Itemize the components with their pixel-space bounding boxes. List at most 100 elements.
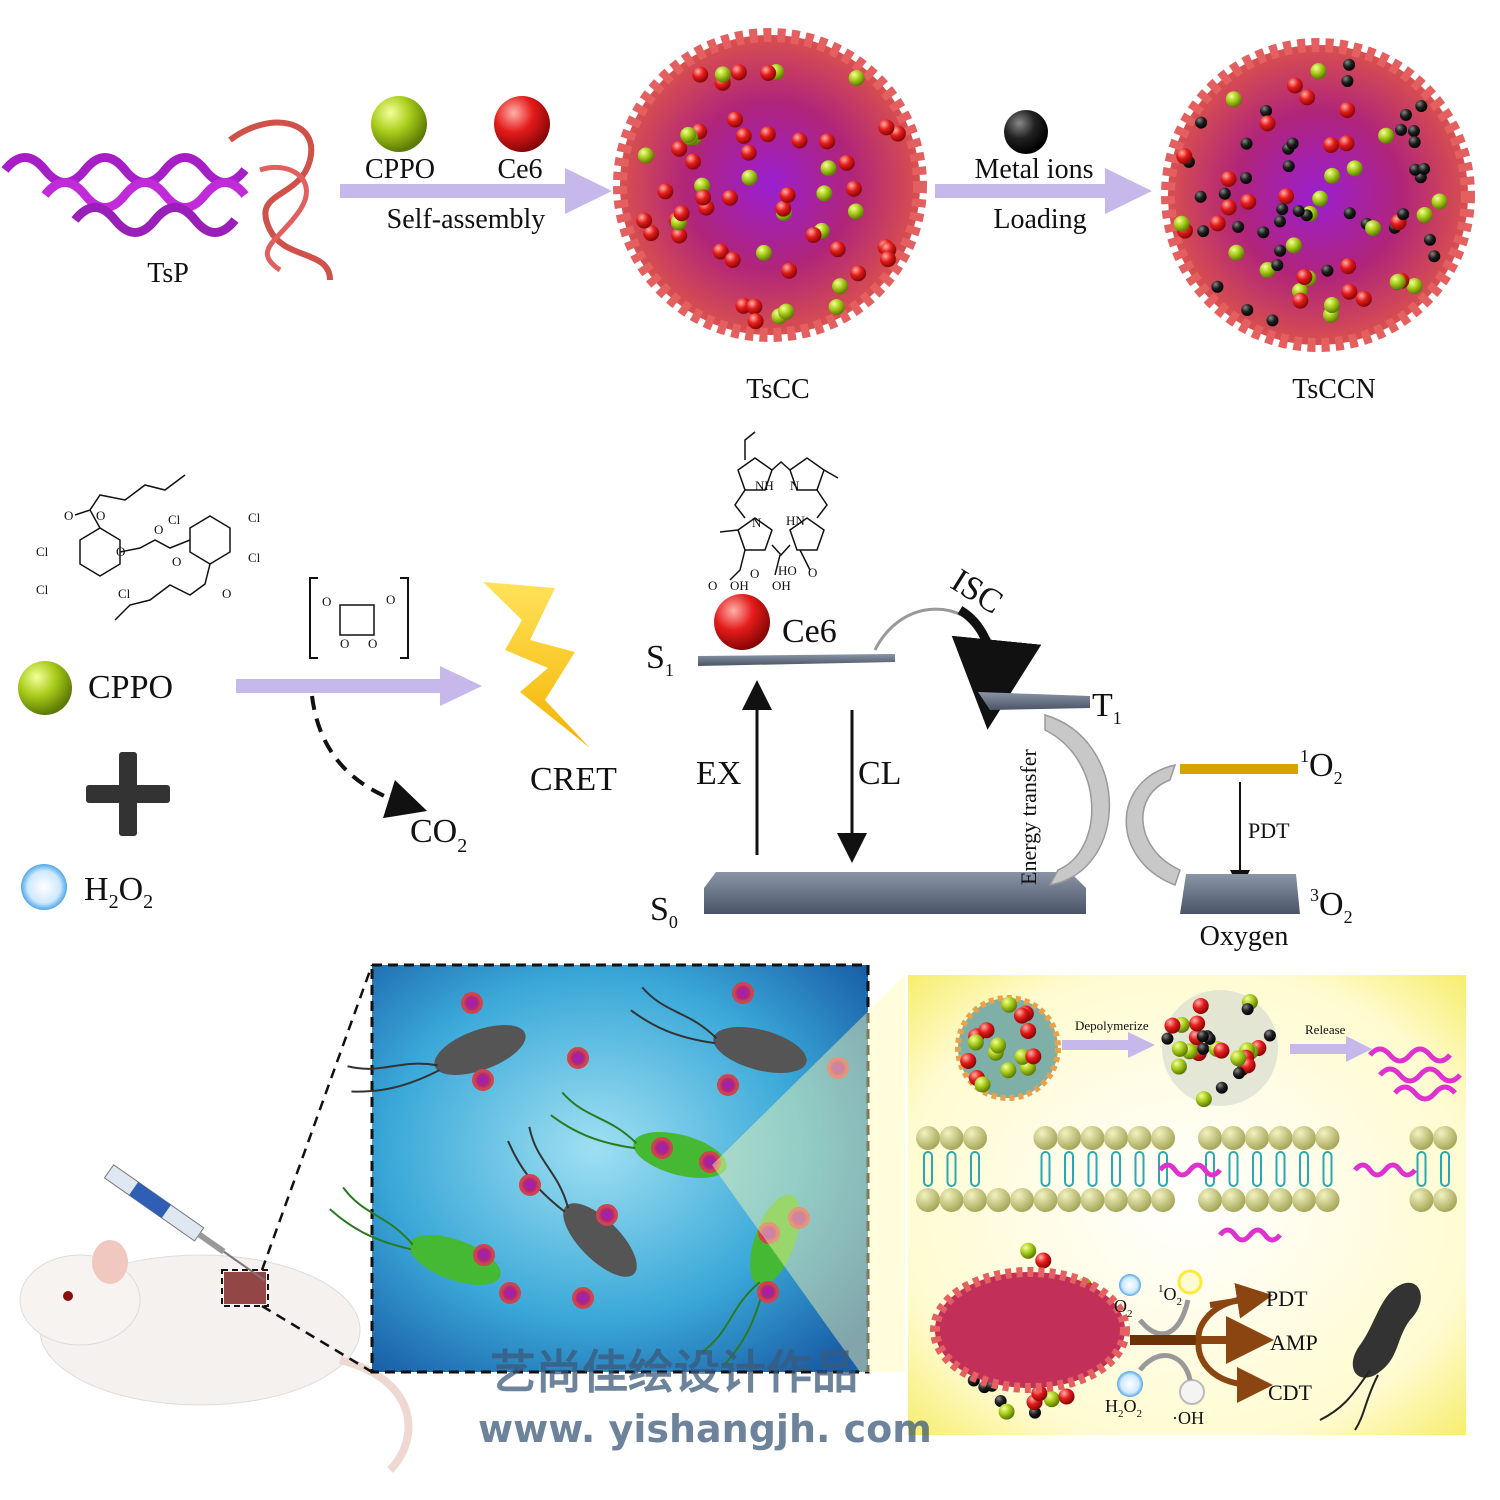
black-particle <box>1343 207 1356 220</box>
black-particle <box>1409 163 1422 176</box>
lipid-tail <box>1111 1151 1121 1187</box>
bacteria-infection-field <box>329 963 870 1374</box>
green-particle <box>1406 278 1423 295</box>
mouse-illustration <box>19 1164 413 1473</box>
black-particle <box>1418 162 1431 175</box>
green-particle <box>1310 63 1327 80</box>
lipid-head <box>1127 1126 1152 1150</box>
lipid-head <box>1057 1188 1081 1212</box>
ex-label: EX <box>696 755 741 792</box>
nanoparticle-dot <box>717 1074 739 1096</box>
red-particle <box>1164 1017 1181 1034</box>
svg-text:O: O <box>386 592 395 607</box>
isc-arrow <box>951 606 1042 730</box>
black-particle <box>1194 190 1207 203</box>
red-particle <box>746 298 763 315</box>
black-particle <box>994 1394 1007 1407</box>
singlet-o2-bubble-icon <box>1177 1269 1203 1295</box>
svg-text:O: O <box>750 566 759 581</box>
black-particle <box>1195 116 1208 129</box>
lipid-head <box>1104 1126 1128 1150</box>
lipid-head <box>1010 1188 1034 1212</box>
hydroxyl-radical-label: ·OH <box>1172 1408 1204 1428</box>
black-particle <box>1428 250 1441 263</box>
tsccn-label: TsCCN <box>1292 374 1376 405</box>
watermark-url: www. yishangjh. com <box>478 1407 932 1451</box>
svg-text:O: O <box>340 636 349 651</box>
singlet-oxygen-level <box>1180 764 1298 774</box>
cppo-label: CPPO <box>365 154 435 185</box>
svg-text:N: N <box>790 478 800 493</box>
nanoparticle-dot <box>827 1057 849 1079</box>
red-particle <box>878 119 895 136</box>
green-particle <box>990 1037 1007 1054</box>
red-particle <box>1189 1015 1206 1032</box>
ce6-label: Ce6 <box>782 613 837 650</box>
watermark-title: 艺尚佳绘设计作品 <box>490 1345 858 1399</box>
lipid-tail <box>970 1151 980 1187</box>
red-particle <box>740 144 757 161</box>
loading-label: Loading <box>993 204 1086 235</box>
black-particle <box>1197 225 1210 238</box>
lipid-head <box>1433 1188 1457 1212</box>
green-particle <box>1020 1242 1037 1259</box>
lipid-head <box>1151 1188 1175 1212</box>
red-particle <box>643 225 660 242</box>
red-particle <box>1259 115 1276 132</box>
green-particle <box>1230 1050 1247 1067</box>
red-particle <box>1176 148 1193 165</box>
singlet-o2-label: 1O2 <box>1158 1283 1182 1308</box>
green-particle <box>714 66 731 83</box>
hydroxyl-radical-bubble-icon <box>1179 1379 1205 1405</box>
tscc-nanoparticle <box>613 28 927 342</box>
self-assembly-label: Self-assembly <box>387 204 546 235</box>
lipid-tail <box>1299 1151 1309 1187</box>
lipid-head <box>916 1188 940 1212</box>
black-particle <box>1292 204 1305 217</box>
svg-text:HO: HO <box>778 563 797 578</box>
svg-text:Cl: Cl <box>248 510 261 525</box>
svg-text:O: O <box>116 544 125 559</box>
red-particle <box>692 66 709 83</box>
red-particle <box>759 126 776 143</box>
red-particle <box>838 154 855 171</box>
red-particle <box>636 212 653 229</box>
nanoparticle-dot <box>596 1204 618 1226</box>
triplet-oxygen-level <box>1180 874 1300 914</box>
lipid-head <box>1315 1126 1340 1150</box>
black-particle <box>1415 100 1428 113</box>
green-particle <box>694 177 711 194</box>
black-particle <box>1232 220 1245 233</box>
lipid-head <box>1080 1188 1105 1212</box>
green-particle <box>974 1076 991 1093</box>
red-particle <box>1286 77 1303 94</box>
green-particle <box>680 126 697 143</box>
amp-outcome-label: AMP <box>1270 1330 1318 1355</box>
t1-label: T1 <box>1092 687 1122 728</box>
lipid-head <box>939 1188 964 1212</box>
nanoparticle-dot <box>732 982 754 1004</box>
dioxetanedione-intermediate <box>309 577 409 659</box>
cppo-ball-icon <box>371 96 427 152</box>
red-particle <box>1220 171 1237 188</box>
lipid-tail <box>946 1151 957 1187</box>
green-particle <box>1346 160 1363 177</box>
green-particle <box>1416 206 1433 223</box>
black-particle <box>1399 108 1412 121</box>
lipid-tail <box>923 1151 933 1187</box>
green-particle <box>1000 1062 1017 1079</box>
lipid-tail <box>1040 1151 1051 1187</box>
nanoparticle-dot <box>788 1207 810 1229</box>
zoom-callout-line <box>260 964 374 1271</box>
cl-label: CL <box>858 755 901 792</box>
svg-text:O: O <box>96 508 105 523</box>
s0-energy-level <box>704 872 1086 914</box>
lipid-head <box>1245 1188 1269 1212</box>
mechanism-stem-arrow <box>1130 1335 1200 1345</box>
triplet-oxygen-label: 3O2 <box>1310 885 1353 927</box>
lipid-head <box>1292 1126 1316 1150</box>
tsccn-aggregate <box>930 1267 1130 1393</box>
red-particle <box>1340 258 1357 275</box>
lipid-head <box>1057 1126 1081 1150</box>
lipid-tail <box>1322 1151 1333 1187</box>
